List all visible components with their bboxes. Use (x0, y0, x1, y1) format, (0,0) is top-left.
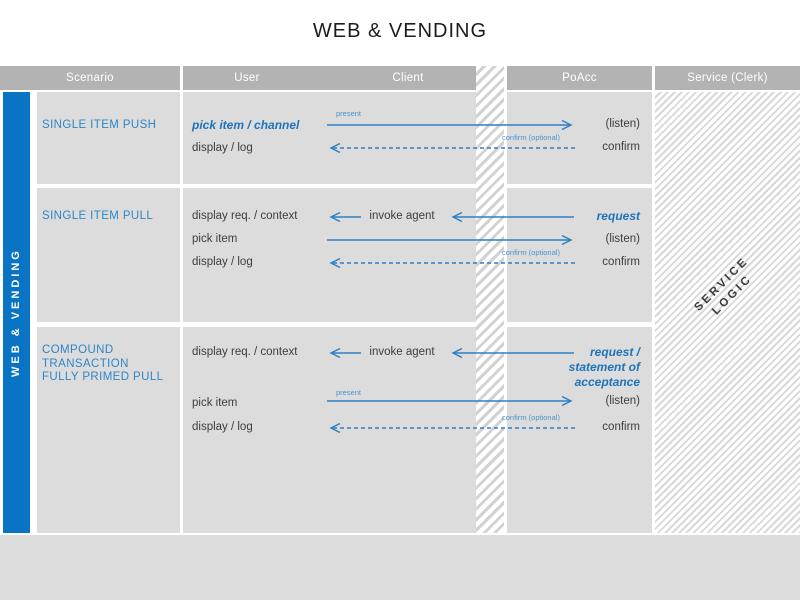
row2-poacc-panel (507, 188, 652, 322)
row1-user-action-1: pick item / channel (192, 118, 300, 132)
row2-poacc-2: (listen) (605, 233, 640, 245)
row3-main-panel (183, 327, 477, 533)
row3-poacc-panel (507, 327, 652, 533)
row3-confirm-arrow (329, 422, 575, 434)
footer-panel (0, 535, 800, 600)
row3-confirm-label: confirm (optional) (502, 413, 560, 422)
row2-invoke-arrow (451, 211, 574, 223)
sidebar-bar: WEB & VENDING (3, 92, 30, 533)
row2-confirm-arrow (329, 257, 575, 269)
row1-scenario-label: SINGLE ITEM PUSH (42, 119, 157, 131)
service-logic-label: SERVICE LOGIC (692, 254, 755, 318)
row2-user-action-3: display / log (192, 256, 253, 268)
row1-present-arrow (327, 119, 573, 131)
row1-confirm-arrow (329, 142, 575, 154)
row2-user-action-1: display req. / context (192, 210, 298, 222)
row2-pick-arrow (327, 234, 573, 246)
row1-scenario-panel (37, 92, 180, 184)
sidebar-label: WEB & VENDING (10, 248, 22, 377)
row2-poacc-1: request (596, 209, 640, 223)
row3-client-action: invoke agent (369, 346, 435, 358)
row2-client-action: invoke agent (369, 210, 435, 222)
header-user: User (234, 72, 260, 84)
row3-scenario-label: COMPOUND TRANSACTION FULLY PRIMED PULL (42, 344, 164, 383)
header-scenario: Scenario (0, 66, 180, 90)
row2-scenario-label: SINGLE ITEM PULL (42, 210, 154, 222)
row3-display-arrow (329, 347, 361, 359)
row3-invoke-arrow (451, 347, 574, 359)
row3-user-action-3: display / log (192, 421, 253, 433)
row1-present-label: present (336, 109, 362, 118)
row1-poacc-panel (507, 92, 652, 184)
row2-confirm-label: confirm (optional) (502, 248, 560, 257)
channel-separator-hatch (476, 66, 504, 533)
header-service: Service (Clerk) (655, 66, 800, 90)
page-title: WEB & VENDING (312, 20, 488, 42)
row3-scenario-panel (37, 327, 180, 533)
row2-poacc-3: confirm (602, 256, 640, 268)
row2-display-arrow (329, 211, 361, 223)
row1-confirm-label: confirm (optional) (502, 133, 560, 142)
header-user-client: User Client (183, 66, 477, 90)
row1-user-action-2: display / log (192, 142, 253, 154)
row3-poacc-3: confirm (602, 421, 640, 433)
row2-user-action-2: pick item (192, 233, 238, 245)
row1-poacc-1: (listen) (605, 118, 640, 130)
service-logic-hatch: SERVICE LOGIC (655, 92, 800, 533)
row3-present-label: present (336, 388, 362, 397)
row1-main-panel (183, 92, 477, 184)
row3-user-action-1: display req. / context (192, 346, 298, 358)
row2-scenario-panel (37, 188, 180, 322)
row3-user-action-2: pick item (192, 397, 238, 409)
row3-poacc-1: request / statement of acceptance (568, 345, 640, 389)
row1-poacc-2: confirm (602, 141, 640, 153)
header-poacc: PoAcc (507, 66, 652, 90)
row2-main-panel (183, 188, 477, 322)
header-client: Client (392, 72, 424, 84)
row3-pick-arrow (327, 395, 573, 407)
row3-poacc-2: (listen) (605, 395, 640, 407)
